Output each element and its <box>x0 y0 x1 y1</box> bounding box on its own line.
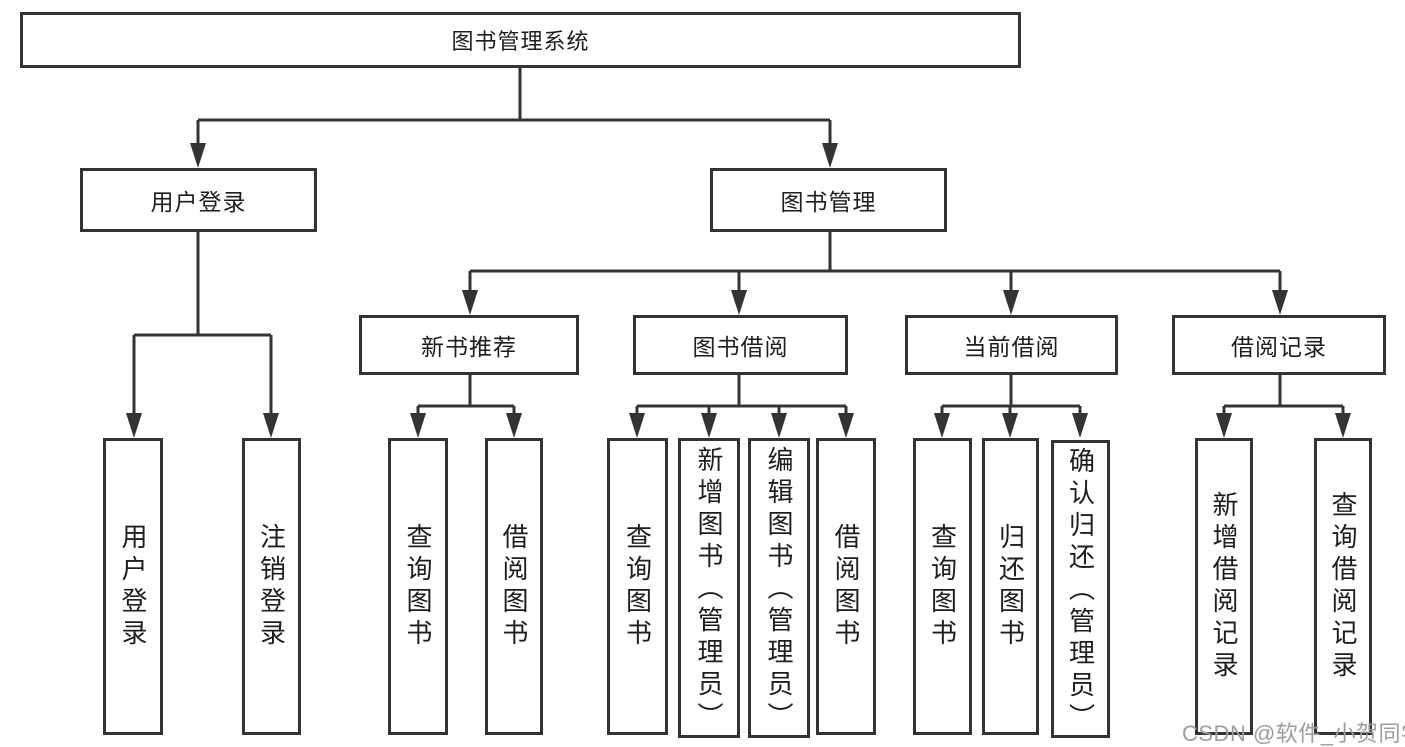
leaf-edit-books-admin: 编辑图书（管理员） <box>748 438 810 738</box>
leaf-label: 注销登录 <box>256 522 287 651</box>
leaf-query-books-2: 查询图书 <box>607 438 668 735</box>
leaf-query-borrow-record: 查询借阅记录 <box>1314 438 1372 735</box>
leaf-label: 查询借阅记录 <box>1328 490 1358 683</box>
leaf-add-books-admin: 新增图书（管理员） <box>678 438 740 738</box>
leaf-user-login: 用户登录 <box>103 438 163 735</box>
leaf-label: 借阅图书 <box>499 522 529 651</box>
node-label: 图书管理系统 <box>451 29 590 54</box>
leaf-label: 用户登录 <box>118 522 148 651</box>
leaf-return-books: 归还图书 <box>982 438 1039 735</box>
leaf-label: 查询图书 <box>622 522 653 651</box>
leaf-label: 借阅图书 <box>831 522 861 651</box>
leaf-label: 确认归还（管理员） <box>1065 446 1096 735</box>
node-book-borrow: 图书借阅 <box>633 315 848 375</box>
node-label: 用户登录 <box>150 189 247 215</box>
node-label: 图书管理 <box>780 189 877 215</box>
node-user-login: 用户登录 <box>80 168 317 232</box>
node-label: 借阅记录 <box>1231 334 1327 360</box>
node-book-management: 图书管理 <box>710 168 947 232</box>
node-new-book-recommend: 新书推荐 <box>359 315 579 375</box>
leaf-label: 查询图书 <box>403 522 433 651</box>
arrow-down-icons <box>126 143 1351 438</box>
leaf-borrow-books-1: 借阅图书 <box>485 438 543 735</box>
leaf-label: 编辑图书（管理员） <box>764 445 794 734</box>
leaf-label: 新增借阅记录 <box>1209 490 1239 683</box>
leaf-logout: 注销登录 <box>242 438 301 735</box>
node-label: 图书借阅 <box>692 334 789 360</box>
node-book-management-system: 图书管理系统 <box>20 12 1021 68</box>
leaf-add-borrow-record: 新增借阅记录 <box>1195 438 1253 735</box>
leaf-borrow-books-2: 借阅图书 <box>816 438 876 735</box>
leaf-label: 归还图书 <box>995 522 1026 651</box>
node-current-borrow: 当前借阅 <box>905 315 1118 375</box>
connector-paths <box>132 66 1345 417</box>
node-label: 新书推荐 <box>421 334 517 360</box>
node-borrow-records: 借阅记录 <box>1172 315 1386 375</box>
leaf-confirm-return-admin: 确认归还（管理员） <box>1051 440 1110 738</box>
leaf-query-books-1: 查询图书 <box>388 438 448 735</box>
csdn-watermark: CSDN @软件_小贺同学 <box>1182 721 1405 746</box>
node-label: 当前借阅 <box>963 334 1060 360</box>
leaf-label: 查询图书 <box>927 522 958 651</box>
leaf-label: 新增图书（管理员） <box>694 445 724 734</box>
leaf-query-books-3: 查询图书 <box>913 438 972 735</box>
